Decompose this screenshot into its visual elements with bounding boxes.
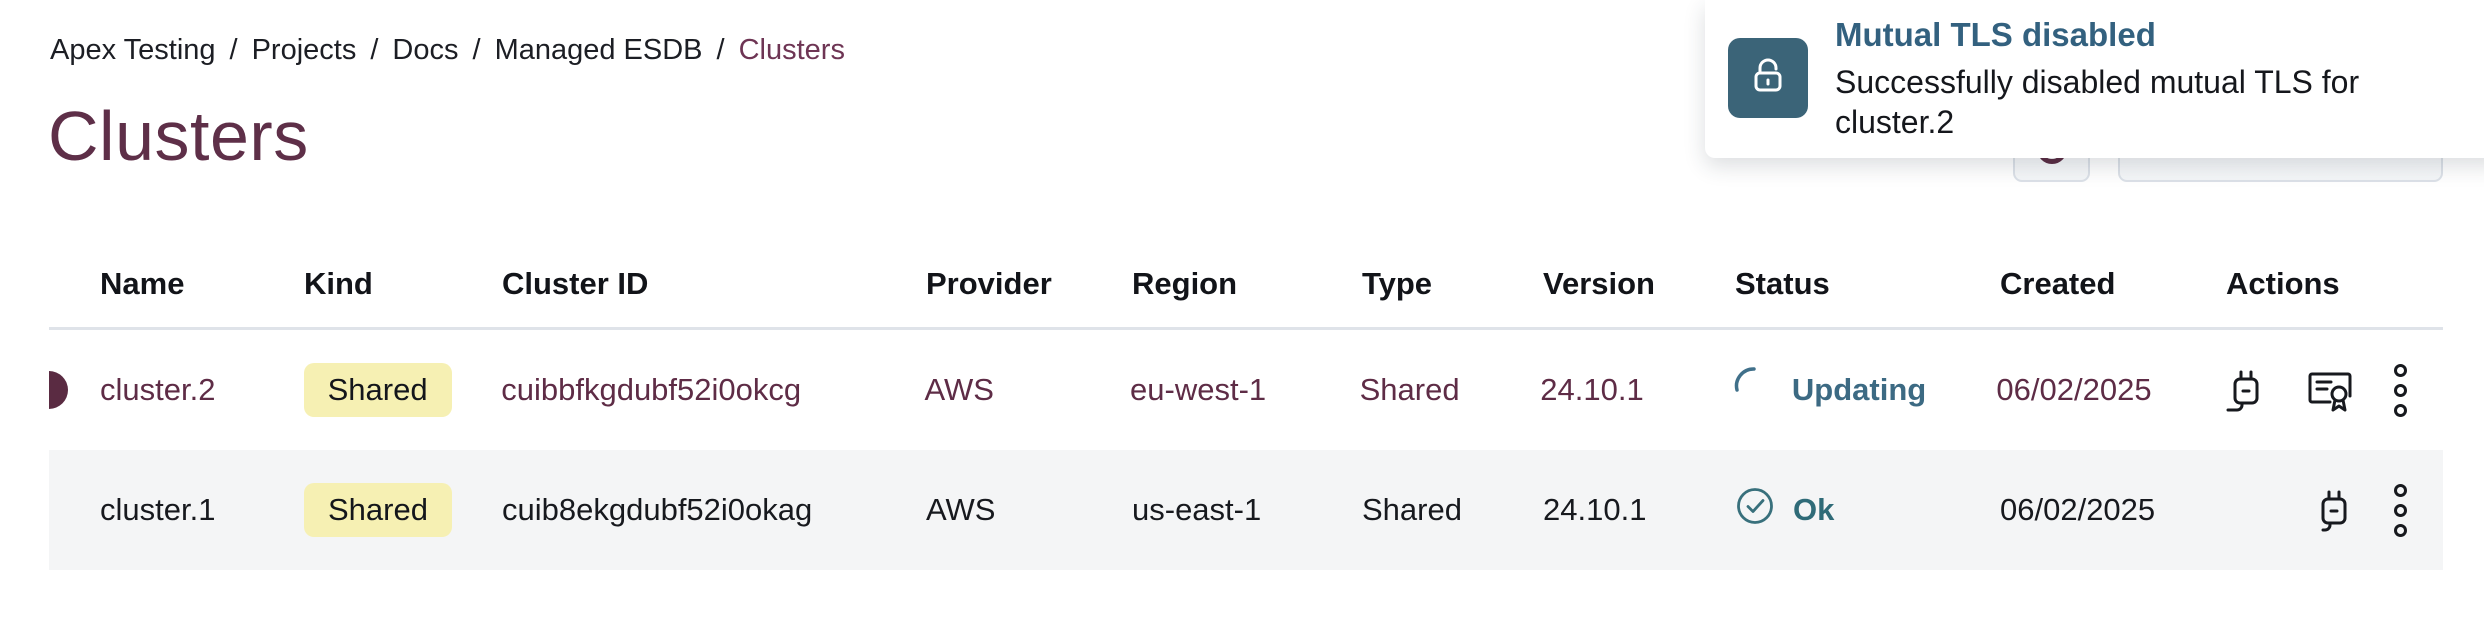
- cell-created: 06/02/2025: [2000, 492, 2156, 527]
- table-row[interactable]: cluster.1 Shared cuib8ekgdubf52i0okag AW…: [49, 450, 2443, 570]
- column-header-kind: Kind: [304, 265, 373, 301]
- cell-status: Ok: [1735, 486, 2000, 534]
- cell-actions: [2226, 483, 2443, 537]
- cell-name[interactable]: cluster.2: [100, 372, 216, 407]
- status-ok: Ok: [1735, 486, 2000, 534]
- cell-version: 24.10.1: [1540, 372, 1644, 407]
- status-label: Ok: [1793, 492, 1835, 527]
- cell-status: Updating: [1732, 365, 1997, 415]
- breadcrumb-item-managed-esdb[interactable]: Managed ESDB: [494, 34, 703, 66]
- breadcrumb-separator: /: [472, 34, 481, 66]
- status-label: Updating: [1791, 372, 1927, 407]
- breadcrumb-separator: /: [716, 34, 725, 66]
- kind-badge: Shared: [303, 363, 452, 417]
- toast-text: Mutual TLS disabled Successfully disable…: [1835, 16, 2435, 142]
- cell-region: eu-west-1: [1130, 372, 1267, 407]
- cell-region: us-east-1: [1132, 492, 1262, 527]
- toast-notification[interactable]: Mutual TLS disabled Successfully disable…: [1705, 0, 2484, 158]
- column-header-actions: Actions: [2226, 265, 2340, 301]
- spinner-icon: [1732, 365, 1774, 415]
- breadcrumb-separator: /: [229, 34, 238, 66]
- page-title: Clusters: [48, 97, 309, 175]
- kind-badge: Shared: [304, 483, 452, 537]
- cell-type: Shared: [1359, 372, 1460, 407]
- cell-cluster-id[interactable]: cuibbfkgdubf52i0okcg: [501, 372, 802, 407]
- unlock-icon: [1745, 53, 1791, 104]
- toast-message: Successfully disabled mutual TLS for clu…: [1835, 64, 2360, 140]
- connect-plug-icon[interactable]: [2222, 366, 2268, 414]
- cell-actions: [2222, 363, 2443, 417]
- status-updating: Updating: [1732, 365, 1997, 415]
- column-header-region: Region: [1132, 265, 1238, 301]
- kebab-menu-icon[interactable]: [2394, 483, 2407, 537]
- cell-name[interactable]: cluster.1: [100, 492, 216, 527]
- breadcrumb-item-clusters-current: Clusters: [738, 34, 845, 66]
- breadcrumb-item-projects[interactable]: Projects: [251, 34, 357, 66]
- column-header-status: Status: [1735, 265, 1830, 301]
- cell-provider: AWS: [924, 372, 994, 407]
- kebab-menu-icon[interactable]: [2393, 363, 2407, 417]
- column-header-provider: Provider: [926, 265, 1052, 301]
- cell-kind: Shared: [304, 483, 502, 537]
- column-header-type: Type: [1362, 265, 1433, 301]
- column-header-name: Name: [100, 265, 185, 301]
- breadcrumb: Apex Testing / Projects / Docs / Managed…: [50, 34, 845, 67]
- breadcrumb-item-docs[interactable]: Docs: [392, 34, 459, 66]
- toast-title: Mutual TLS disabled: [1835, 16, 2156, 53]
- cell-created: 06/02/2025: [1996, 372, 2152, 407]
- toast-icon-box: [1728, 38, 1808, 118]
- table-row[interactable]: cluster.2 Shared cuibbfkgdubf52i0okcg AW…: [49, 330, 2443, 450]
- column-header-created: Created: [2000, 265, 2116, 301]
- cell-kind: Shared: [303, 363, 502, 417]
- cell-cluster-id[interactable]: cuib8ekgdubf52i0okag: [502, 492, 813, 527]
- selected-row-indicator: [49, 371, 68, 409]
- connect-plug-icon[interactable]: [2310, 486, 2356, 534]
- clusters-table: Name Kind Cluster ID Provider Region Typ…: [49, 240, 2443, 570]
- cell-provider: AWS: [926, 492, 996, 527]
- cell-type: Shared: [1362, 492, 1462, 527]
- check-circle-icon: [1735, 486, 1775, 534]
- column-header-version: Version: [1543, 265, 1655, 301]
- certificate-icon[interactable]: [2306, 366, 2356, 414]
- breadcrumb-item-apex-testing[interactable]: Apex Testing: [50, 34, 216, 66]
- column-header-cluster-id: Cluster ID: [502, 265, 649, 301]
- table-header-row: Name Kind Cluster ID Provider Region Typ…: [49, 240, 2443, 330]
- breadcrumb-separator: /: [370, 34, 379, 66]
- cell-version: 24.10.1: [1543, 492, 1647, 527]
